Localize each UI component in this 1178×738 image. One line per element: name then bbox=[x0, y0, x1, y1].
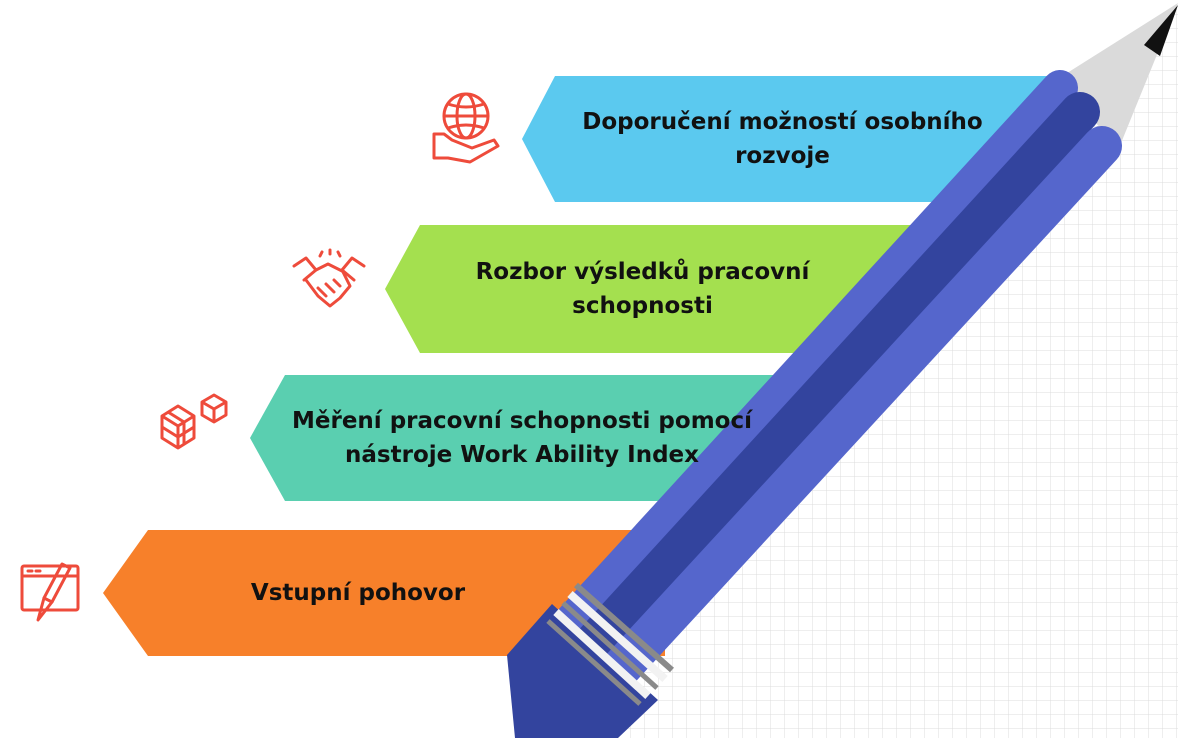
step-banner-1 bbox=[103, 530, 665, 656]
window-pencil-icon bbox=[20, 562, 80, 622]
pencil-eraser bbox=[507, 604, 658, 738]
pencil-band-1 bbox=[574, 582, 674, 673]
step-label-2: Měření pracovní schopnosti pomocí nástro… bbox=[292, 408, 752, 468]
step-banner-2 bbox=[250, 375, 800, 501]
pencil-band-3 bbox=[561, 601, 659, 690]
pencil-band-4 bbox=[553, 609, 651, 699]
step-banner-4 bbox=[522, 76, 1075, 202]
step-banner-3 bbox=[385, 225, 935, 353]
pencil-stripe-middle bbox=[540, 92, 1100, 700]
pencil-band-2 bbox=[567, 591, 668, 682]
pencil-lead bbox=[1144, 5, 1178, 56]
step-label-1: Vstupní pohovor bbox=[250, 580, 466, 606]
handshake-icon bbox=[292, 248, 366, 308]
cubes-icon bbox=[160, 393, 228, 450]
pencil-band-5 bbox=[546, 619, 642, 706]
pencil bbox=[507, 3, 1178, 738]
step-label-3: Rozbor výsledků pracovní schopnosti bbox=[475, 259, 810, 319]
globe-hand-icon bbox=[432, 92, 500, 164]
step-label-4: Doporučení možností osobního rozvoje bbox=[582, 109, 983, 169]
pencil-stripe-inner bbox=[590, 126, 1122, 700]
pencil-stripe-outer bbox=[525, 70, 1078, 671]
